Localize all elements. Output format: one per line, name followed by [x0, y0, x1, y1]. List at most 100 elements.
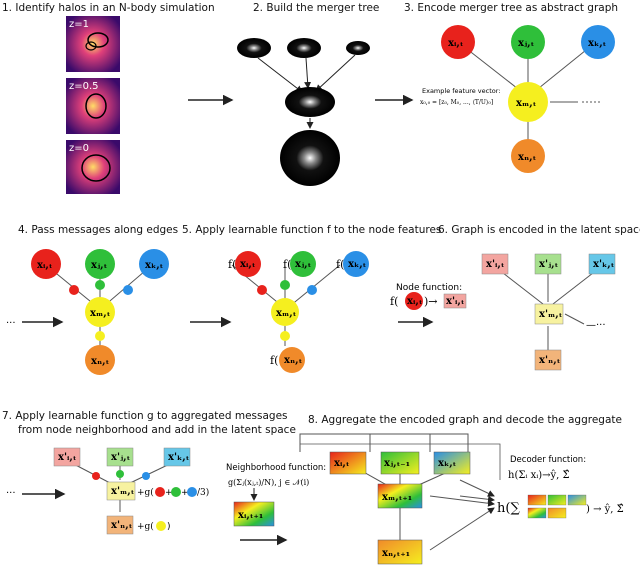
- panel3-title: 3. Encode merger tree as abstract graph: [404, 2, 619, 14]
- svg-text:x'ᵢ,ₜ: x'ᵢ,ₜ: [446, 296, 465, 307]
- simulation-image-z1: z=1: [66, 16, 120, 72]
- svg-text:x'ₙ,ₜ: x'ₙ,ₜ: [111, 520, 133, 531]
- svg-text:xᵢ,ₜ₊₁: xᵢ,ₜ₊₁: [238, 510, 263, 521]
- svg-text:xₖ,ₜ: xₖ,ₜ: [438, 458, 457, 469]
- feature-vector-label: Example feature vector:: [422, 87, 501, 95]
- node-i-label: xᵢ,ₜ: [448, 38, 464, 49]
- svg-text:xᵢ,ₜ: xᵢ,ₜ: [240, 259, 256, 270]
- galaxy-icon: [237, 38, 271, 58]
- svg-text:x'ᵢ,ₜ: x'ᵢ,ₜ: [58, 452, 77, 463]
- panel6-title: 6. Graph is encoded in the latent space …: [438, 224, 640, 236]
- decoder-label: Decoder function:: [510, 455, 586, 465]
- simulation-image-z0: z=0: [66, 140, 120, 194]
- svg-text:x'ⱼ,ₜ: x'ⱼ,ₜ: [539, 259, 559, 270]
- node-n-label: xₙ,ₜ: [518, 152, 537, 163]
- node-k-label: xₖ,ₜ: [588, 38, 607, 49]
- svg-text:+: +: [181, 488, 189, 498]
- svg-text:f(: f(: [283, 258, 291, 271]
- svg-text:)→: )→: [424, 295, 438, 308]
- node-function-label: Node function:: [396, 283, 462, 293]
- z-label: z=0: [69, 143, 89, 154]
- svg-text:xₙ,ₜ₊₁: xₙ,ₜ₊₁: [382, 548, 410, 559]
- feature-vector-formula: x₀,₀ = [z₀, M₀, ..., ⟨T/U⟩₀]: [420, 99, 493, 106]
- decoder-formula: h(Σᵢ xᵢ)→ŷ, Σ̂: [508, 470, 570, 481]
- node-m: [85, 297, 115, 327]
- latent-node-n: [534, 349, 562, 371]
- message-passing-graph: ··· xᵢ,ₜ xⱼ,ₜ xₖ,ₜ xₘ,ₜ xₙ,ₜ: [6, 249, 169, 375]
- z-label: z=1: [69, 19, 89, 30]
- aggregated-node: [233, 501, 275, 527]
- aggregate-decode-graph: xᵢ,ₜ xⱼ,ₜ₋₁ xₖ,ₜ xₘ,ₜ₊₁ xₙ,ₜ₊₁: [299, 433, 501, 565]
- node-k: [139, 249, 169, 279]
- node-k: [581, 25, 615, 59]
- svg-text:xₘ,ₜ₊₁: xₘ,ₜ₊₁: [382, 492, 412, 503]
- neighborhood-label: Neighborhood function:: [226, 463, 326, 473]
- svg-text:f(: f(: [270, 354, 278, 367]
- node-n-label: xₙ,ₜ: [91, 356, 110, 367]
- neighborhood-formula: g(Σⱼ(xⱼ,ₜ)/N), j ∈ 𝒩(i): [228, 478, 309, 487]
- node-n: [85, 345, 115, 375]
- ellipsis-right: —···: [586, 320, 606, 331]
- node-m: [508, 82, 548, 122]
- node-j-label: xⱼ,ₜ: [518, 38, 535, 49]
- svg-text:x'ₘ,ₜ: x'ₘ,ₜ: [111, 486, 135, 497]
- latent-node-m: [534, 303, 564, 325]
- svg-text:+g(: +g(: [137, 521, 154, 532]
- panel1-title: 1. Identify halos in an N-body simulatio…: [2, 2, 215, 14]
- panel7-title-line2: from node neighborhood and add in the la…: [18, 424, 296, 436]
- message-dot: [95, 280, 105, 290]
- node-m-label: xₘ,ₜ: [516, 98, 537, 109]
- abstract-graph: xᵢ,ₜ xⱼ,ₜ xₖ,ₜ xₘ,ₜ xₙ,ₜ Example feature…: [420, 25, 615, 173]
- latent-node-i: [481, 253, 509, 275]
- panel8-title: 8. Aggregate the encoded graph and decod…: [308, 414, 622, 426]
- node-n: [511, 139, 545, 173]
- svg-text:xₙ,ₜ: xₙ,ₜ: [284, 355, 303, 366]
- svg-text:): ): [167, 522, 171, 532]
- svg-text:xₘ,ₜ: xₘ,ₜ: [276, 308, 297, 319]
- node-j: [85, 249, 115, 279]
- simulation-image-z05: z=0.5: [66, 78, 120, 134]
- panel4-title: 4. Pass messages along edges: [18, 224, 179, 236]
- galaxy-icon: [285, 87, 335, 117]
- z-label: z=0.5: [69, 81, 99, 92]
- message-dot: [123, 285, 133, 295]
- svg-text:f(: f(: [228, 258, 236, 271]
- svg-text:x'ⱼ,ₜ: x'ⱼ,ₜ: [111, 452, 131, 463]
- latent-node-j: [534, 253, 562, 275]
- galaxy-icon: [280, 130, 340, 186]
- svg-text:f(: f(: [336, 258, 344, 271]
- svg-text:xⱼ,ₜ: xⱼ,ₜ: [295, 259, 312, 270]
- node-j: [511, 25, 545, 59]
- node-i-label: xᵢ,ₜ: [37, 260, 53, 271]
- panel2-title: 2. Build the merger tree: [253, 2, 380, 14]
- svg-text:x'ᵢ,ₜ: x'ᵢ,ₜ: [486, 259, 505, 270]
- svg-text:+g(: +g(: [137, 487, 154, 498]
- svg-text:) → ŷ, Σ̂: ) → ŷ, Σ̂: [586, 504, 624, 515]
- svg-text:xᵢ,ₜ: xᵢ,ₜ: [334, 458, 350, 469]
- node-i: [31, 249, 61, 279]
- galaxy-icon: [346, 41, 370, 55]
- panel7-title: 7. Apply learnable function g to aggrega…: [2, 410, 288, 422]
- svg-text:xₖ,ₜ: xₖ,ₜ: [348, 259, 367, 270]
- node-k-label: xₖ,ₜ: [145, 260, 164, 271]
- svg-text:h(∑: h(∑: [497, 501, 520, 516]
- node-j-label: xⱼ,ₜ: [91, 260, 108, 271]
- panel5-title: 5. Apply learnable function f to the nod…: [182, 224, 442, 236]
- svg-text:xⱼ,ₜ₋₁: xⱼ,ₜ₋₁: [384, 458, 410, 469]
- svg-text:x'ₖ,ₜ: x'ₖ,ₜ: [593, 259, 615, 270]
- ellipsis-left: ···: [6, 318, 16, 329]
- merger-tree: [237, 38, 370, 186]
- svg-text:f(: f(: [390, 295, 398, 308]
- svg-text:/3): /3): [197, 487, 209, 498]
- svg-text:x'ₙ,ₜ: x'ₙ,ₜ: [539, 355, 561, 366]
- node-i: [441, 25, 475, 59]
- svg-text:x'ₘ,ₜ: x'ₘ,ₜ: [539, 309, 563, 320]
- svg-text:···: ···: [6, 488, 16, 499]
- latent-node-k: [588, 253, 616, 275]
- message-dot: [95, 331, 105, 341]
- aggregation-graph: ··· x'ᵢ,ₜ x'ⱼ,ₜ x'ₖ,ₜ x'ₘ,ₜ +g( + + /3) …: [6, 447, 209, 535]
- latent-graph: —··· x'ᵢ,ₜ x'ⱼ,ₜ x'ₖ,ₜ x'ₘ,ₜ x'ₙ,ₜ: [481, 253, 616, 371]
- svg-text:xᵢ,ₜ: xᵢ,ₜ: [407, 296, 423, 307]
- decoder-callout: Decoder function: h(Σᵢ xᵢ)→ŷ, Σ̂ h(∑ ) →…: [497, 455, 624, 519]
